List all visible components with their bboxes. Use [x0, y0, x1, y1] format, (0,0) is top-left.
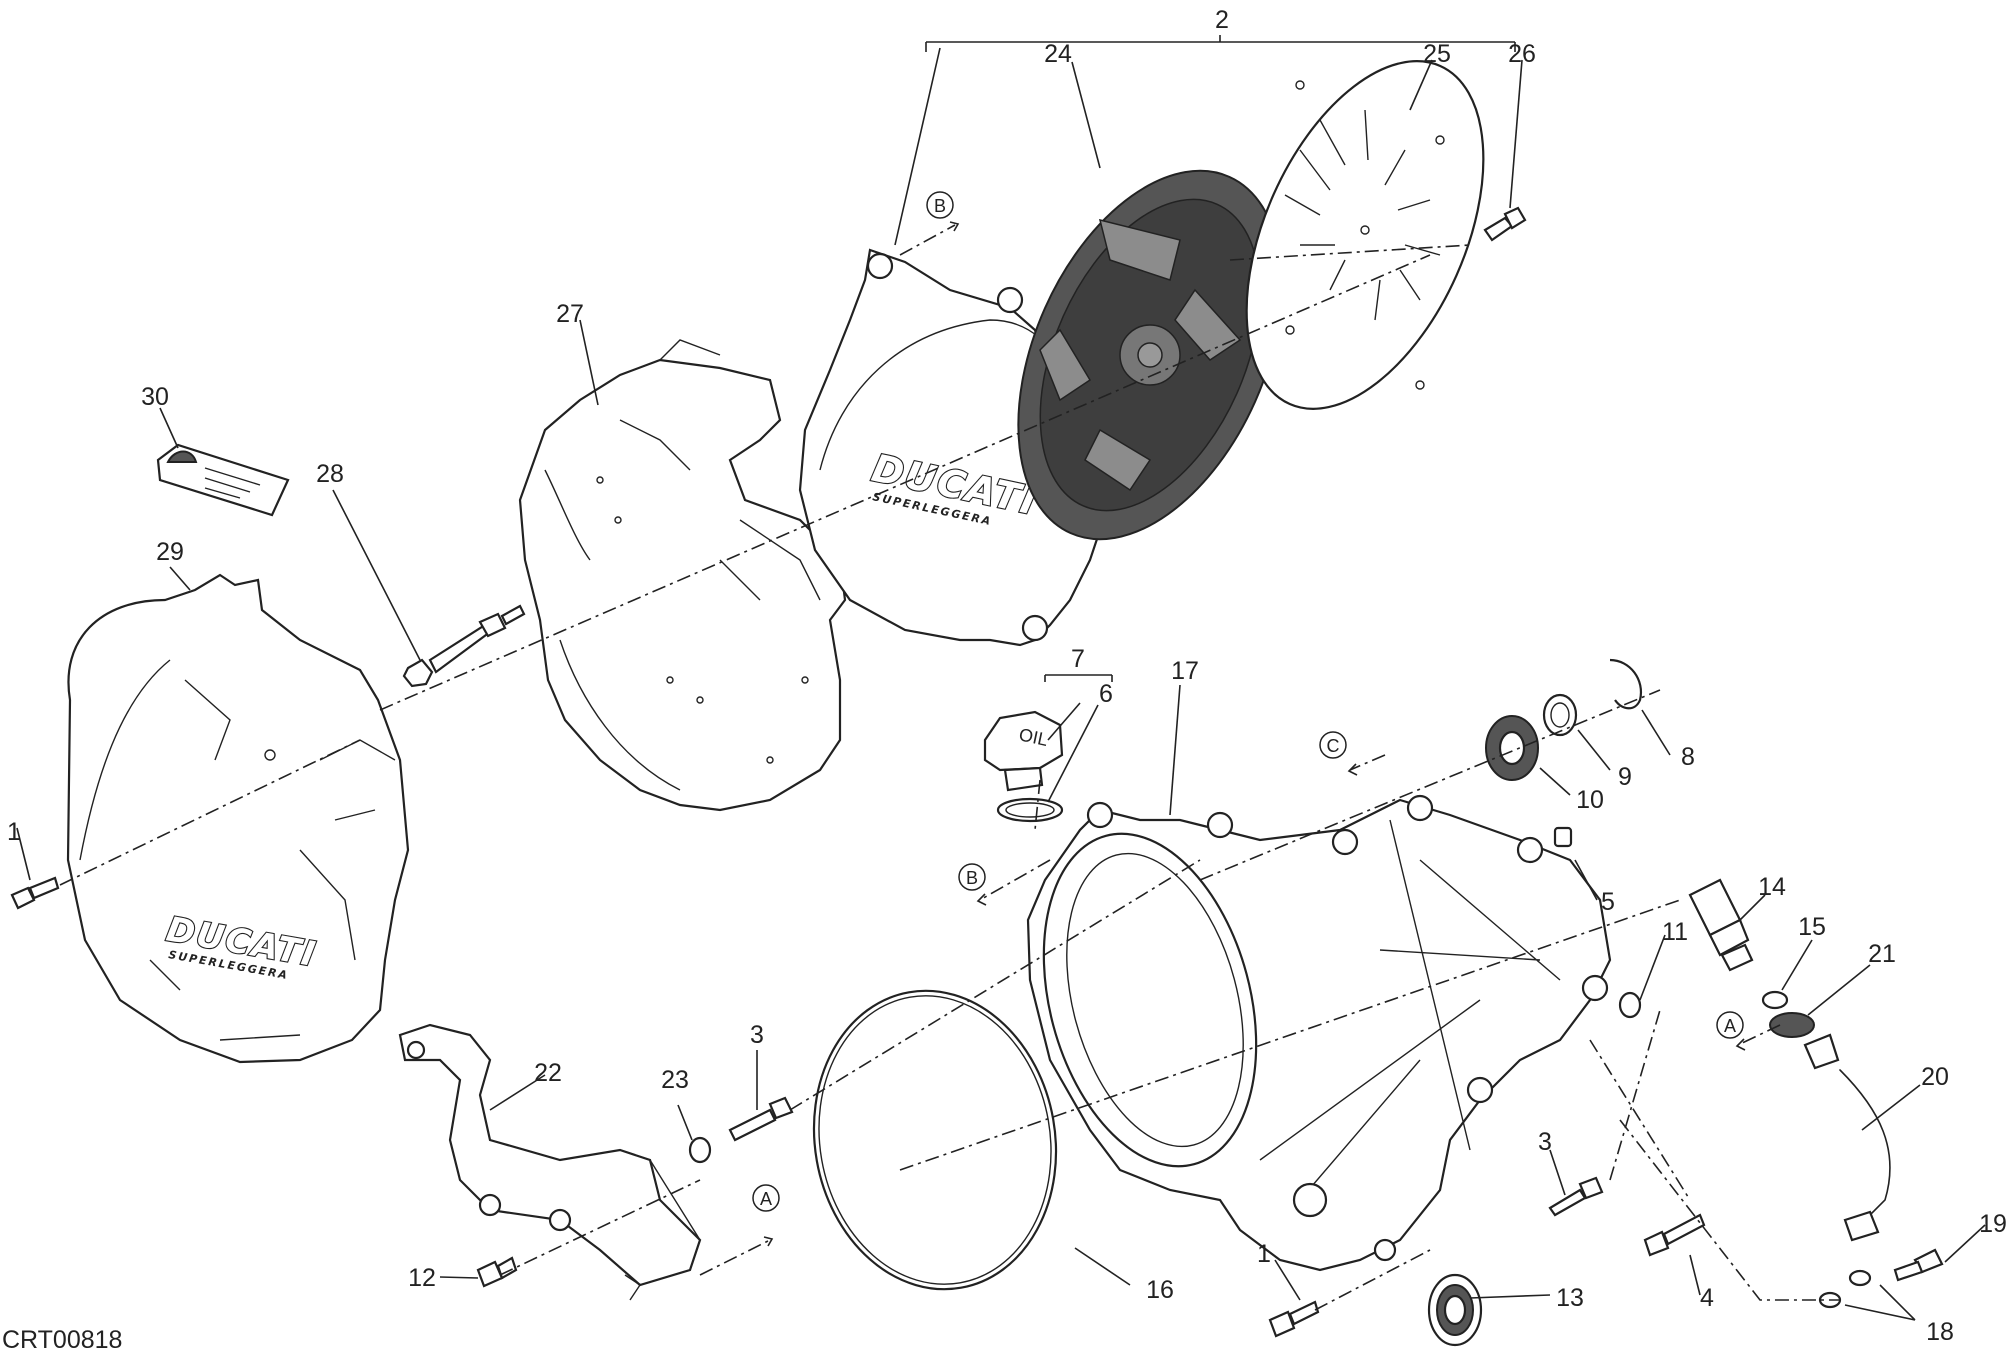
- ref-letter-B-mid: B: [966, 868, 978, 888]
- part-16-o-ring: [812, 989, 1058, 1291]
- part-7-oil-filler-cap: OIL: [983, 710, 1064, 792]
- callout-2: 2: [1215, 6, 1229, 34]
- ref-C: C: [1319, 731, 1347, 759]
- callout-24: 24: [1044, 40, 1072, 68]
- part-18-washers: [1818, 1269, 1872, 1309]
- callout-13: 13: [1556, 1284, 1584, 1312]
- part-26-screw: [1483, 206, 1527, 242]
- part-3-screw-right: [1548, 1176, 1604, 1217]
- callout-3-left: 3: [750, 1021, 764, 1049]
- part-30-decal: [156, 443, 290, 517]
- reference-arrows: [699, 221, 1781, 1276]
- callout-22: 22: [534, 1059, 562, 1087]
- ref-A-right: A: [1716, 1011, 1744, 1039]
- ref-B-top: B: [926, 191, 954, 219]
- callout-labels: 2 24 25 26 27 30 28 29 1 7 6 17 8 9 10 5…: [7, 6, 2007, 1346]
- callout-17: 17: [1171, 657, 1199, 685]
- part-24-cover-gasket: [1017, 169, 1283, 541]
- callout-21: 21: [1868, 940, 1896, 968]
- callout-7: 7: [1071, 645, 1085, 673]
- callout-15: 15: [1798, 913, 1826, 941]
- callout-16: 16: [1146, 1276, 1174, 1304]
- callout-4: 4: [1700, 1284, 1714, 1312]
- part-28-bolt: [402, 604, 526, 688]
- assembly-axes: [59, 244, 1840, 1311]
- callout-6: 6: [1099, 680, 1113, 708]
- ref-letter-A-bottom: A: [760, 1189, 772, 1209]
- part-17-clutch-housing: [1026, 794, 1612, 1272]
- callout-30: 30: [141, 383, 169, 411]
- part-14-sensor: [1688, 878, 1754, 972]
- part-13-seal: [1427, 1273, 1483, 1347]
- callout-20: 20: [1921, 1063, 1949, 1091]
- part-23-washer: [688, 1136, 712, 1164]
- part-5-dowel: [1553, 826, 1573, 848]
- drawing-code: CRT00818: [2, 1326, 122, 1354]
- leader-lines: [16, 35, 1986, 1321]
- callout-23: 23: [661, 1066, 689, 1094]
- callout-26: 26: [1508, 40, 1536, 68]
- callout-10: 10: [1576, 786, 1604, 814]
- ref-A-bottom: A: [752, 1184, 780, 1212]
- part-3-screw: [728, 1096, 794, 1142]
- part-1-screw-left: [10, 876, 60, 910]
- callout-29: 29: [156, 538, 184, 566]
- part-21-seal: [1769, 1012, 1815, 1038]
- part-10-seal: [1485, 715, 1539, 781]
- part-19-screw: [1893, 1248, 1944, 1282]
- part-4-screw: [1643, 1213, 1706, 1257]
- ref-letter-A-right: A: [1724, 1016, 1736, 1036]
- callout-27: 27: [556, 300, 584, 328]
- callout-8: 8: [1681, 743, 1695, 771]
- part-27-inner-guard: [518, 339, 847, 812]
- part-29-outer-cover: DUCATI SUPERLEGGERA: [66, 573, 410, 1064]
- callout-3-right: 3: [1538, 1128, 1552, 1156]
- part-9-washer: [1542, 693, 1578, 737]
- callout-5: 5: [1601, 888, 1615, 916]
- part-12-screw: [476, 1256, 518, 1288]
- part-15-washer: [1761, 990, 1789, 1010]
- callout-1-bottom: 1: [1257, 1240, 1271, 1268]
- callout-14: 14: [1758, 873, 1786, 901]
- callout-12: 12: [408, 1264, 436, 1292]
- part-1-screw-bottom: [1268, 1300, 1320, 1338]
- part-20-hose: [1803, 1033, 1891, 1242]
- part-2-clutch-cover: DUCATI SUPERLEGGERA: [798, 248, 1104, 647]
- callout-1-left: 1: [7, 818, 21, 846]
- part-6-o-ring: [996, 797, 1064, 823]
- part-8-circlip: [1609, 658, 1643, 710]
- ref-letter-C: C: [1327, 736, 1340, 756]
- part-25-plate: [1245, 60, 1485, 410]
- part-22-bracket: [398, 1023, 702, 1301]
- callout-18: 18: [1926, 1318, 1954, 1346]
- callout-19: 19: [1979, 1210, 2007, 1238]
- callout-9: 9: [1618, 763, 1632, 791]
- callout-25: 25: [1423, 40, 1451, 68]
- callout-11: 11: [1662, 918, 1688, 946]
- ref-B-mid: B: [958, 863, 986, 891]
- part-11-washer: [1618, 991, 1642, 1019]
- ref-letter-B-top: B: [934, 196, 946, 216]
- callout-28: 28: [316, 460, 344, 488]
